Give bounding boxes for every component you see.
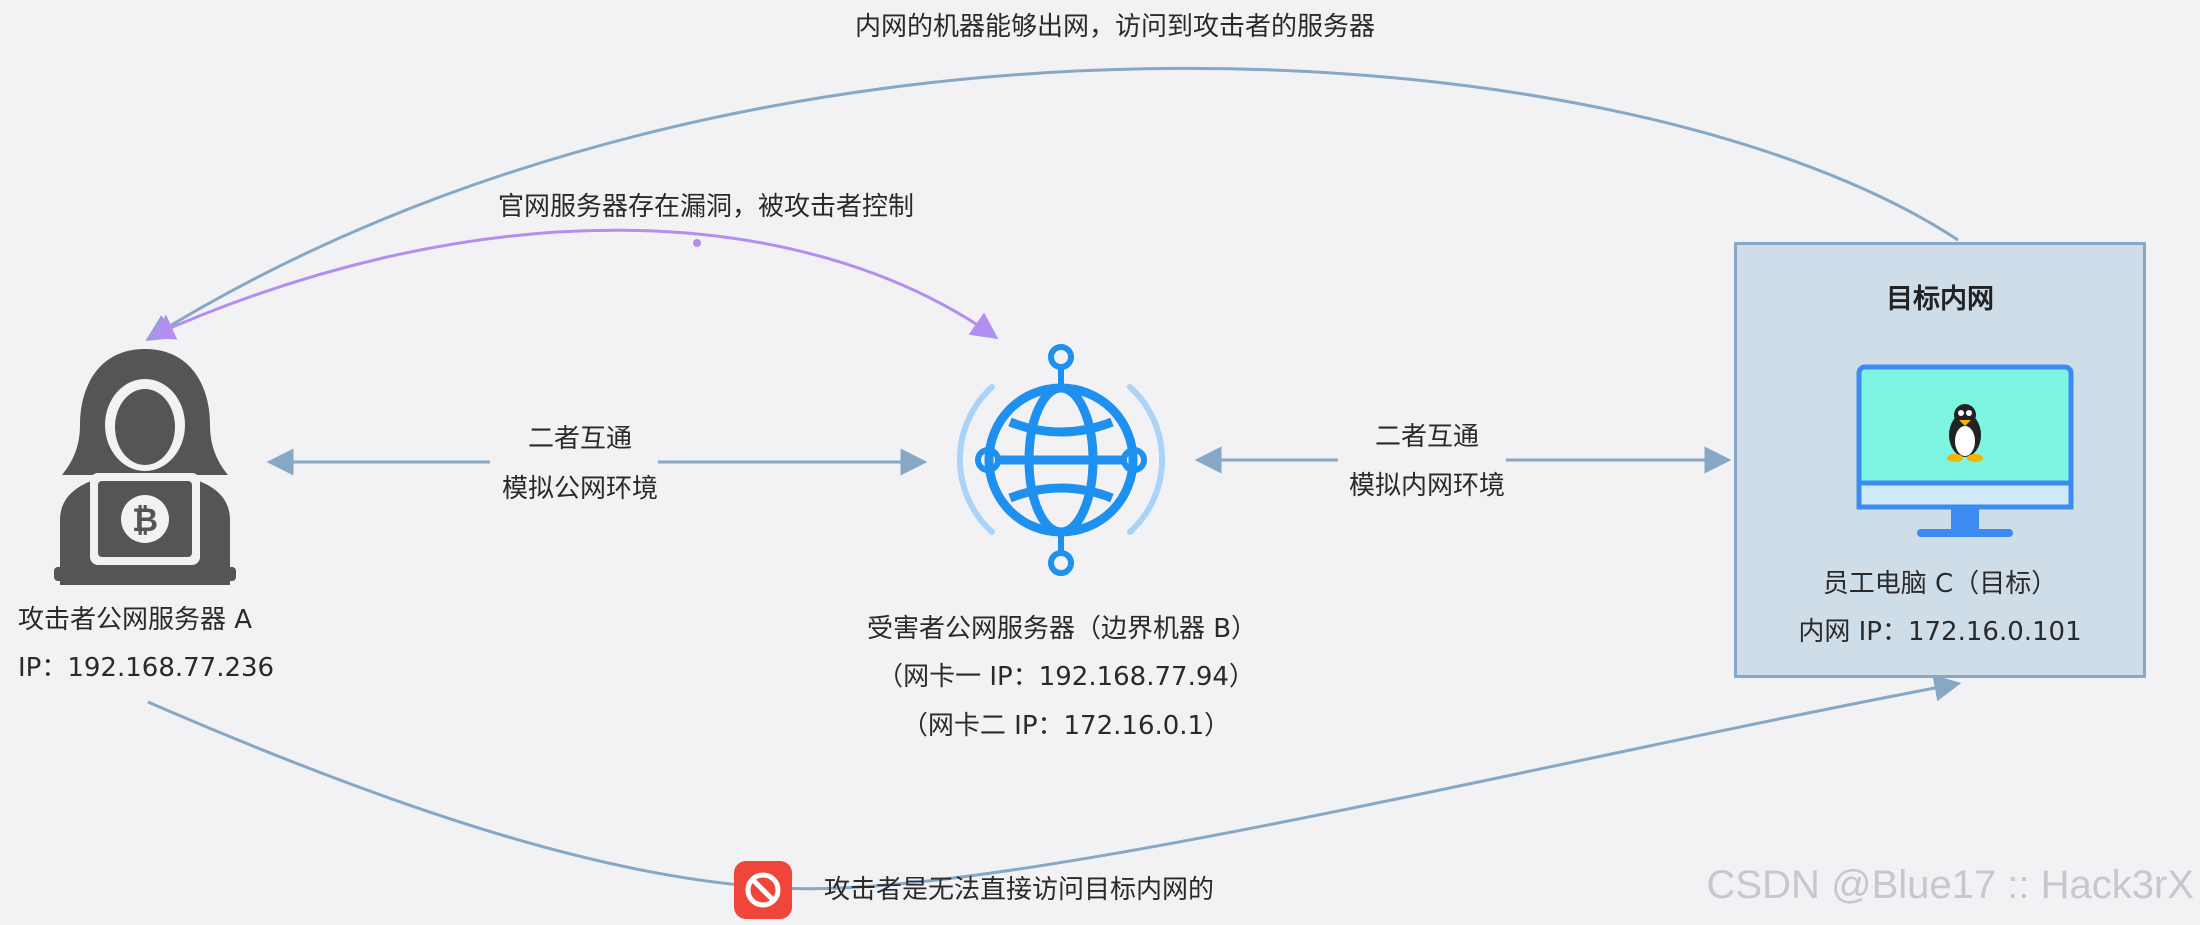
bottom-arc-label: 攻击者是无法直接访问目标内网的 bbox=[824, 875, 1215, 905]
bottom-arc-edge bbox=[147, 674, 1962, 891]
attacker-ip: IP：192.168.77.236 bbox=[18, 653, 275, 683]
linux-monitor-icon bbox=[1856, 364, 2074, 537]
exploit-arc-edge bbox=[147, 228, 999, 340]
attacker-title: 攻击者公网服务器 A bbox=[18, 605, 253, 635]
top-arc-edge bbox=[145, 66, 1959, 341]
watermark: CSDN @Blue17 :: Hack3rX bbox=[1706, 863, 2194, 907]
svg-text:₿: ₿ bbox=[132, 501, 158, 539]
target-pc-ip: 内网 IP：172.16.0.101 bbox=[1798, 617, 2082, 647]
victim-nic2: （网卡二 IP：172.16.0.1） bbox=[901, 711, 1231, 741]
globe-network-icon bbox=[956, 344, 1166, 576]
block-icon bbox=[734, 861, 792, 919]
target-network-box: 目标内网 员工电脑 C（目标） 内网 IP：172.16.0.101 bbox=[1734, 242, 2146, 678]
right-link-label-line1: 二者互通 bbox=[1374, 422, 1480, 452]
tux-penguin-icon bbox=[1947, 404, 1983, 462]
target-network-title: 目标内网 bbox=[1886, 284, 1994, 315]
top-arc-label: 内网的机器能够出网，访问到攻击者的服务器 bbox=[846, 10, 1384, 44]
left-link-label-line1: 二者互通 bbox=[527, 424, 633, 454]
hacker-laptop-bitcoin-icon: ₿ bbox=[54, 349, 236, 585]
victim-title: 受害者公网服务器（边界机器 B） bbox=[866, 614, 1258, 644]
victim-nic1: （网卡一 IP：192.168.77.94） bbox=[877, 662, 1255, 692]
exploit-arc-label: 官网服务器存在漏洞，被攻击者控制 bbox=[497, 192, 915, 222]
left-link-label-line2: 模拟公网环境 bbox=[501, 474, 659, 504]
right-link-label-line2: 模拟内网环境 bbox=[1348, 471, 1506, 501]
target-pc-title: 员工电脑 C（目标） bbox=[1822, 569, 2058, 599]
